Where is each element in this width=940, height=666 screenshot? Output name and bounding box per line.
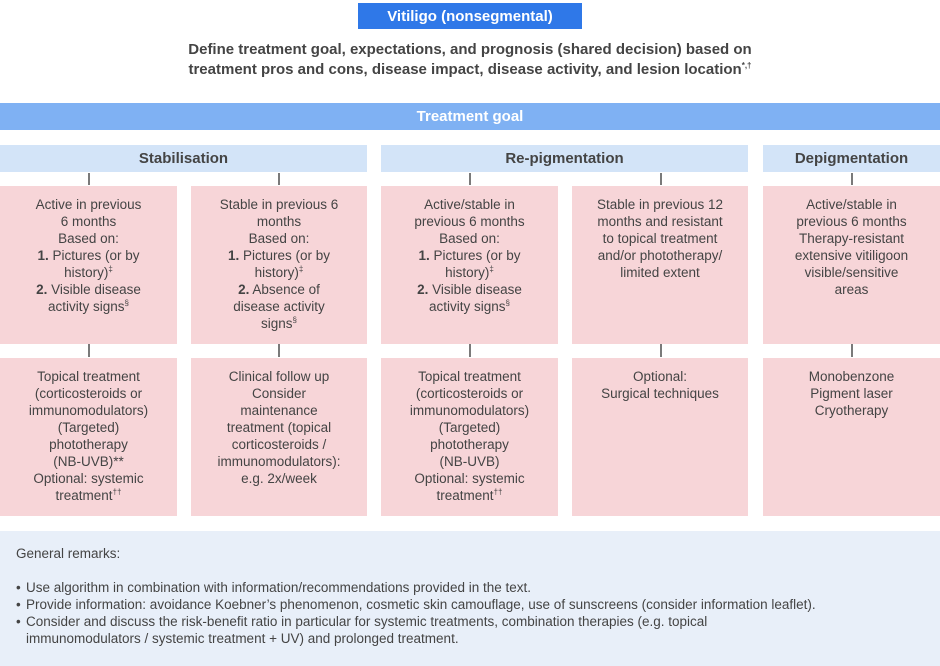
category-depigmentation: Depigmentation bbox=[763, 145, 940, 172]
connector-line bbox=[660, 173, 662, 185]
intro-line-1: Define treatment goal, expectations, and… bbox=[188, 41, 752, 58]
treatment-box-depigmentation: Monobenzone Pigment laser Cryotherapy bbox=[763, 358, 940, 516]
criteria-box-stabilisation-active: Active in previous 6 months Based on: 1.… bbox=[0, 186, 177, 344]
intro-line-2: treatment pros and cons, disease impact,… bbox=[188, 61, 752, 78]
treatment-box-repigmentation-active: Topical treatment (corticosteroids or im… bbox=[381, 358, 558, 516]
treatment-box-repigmentation-stable: Optional: Surgical techniques bbox=[572, 358, 748, 516]
connector-line bbox=[278, 344, 280, 357]
treatment-goal-bar: Treatment goal bbox=[0, 103, 940, 130]
connector-line bbox=[88, 344, 90, 357]
criteria-box-repigmentation-active: Active/stable in previous 6 months Based… bbox=[381, 186, 558, 344]
criteria-box-depigmentation: Active/stable in previous 6 months Thera… bbox=[763, 186, 940, 344]
treatment-box-stabilisation-stable: Clinical follow up Consider maintenance … bbox=[191, 358, 367, 516]
remark-item: • Provide information: avoidance Koebner… bbox=[16, 597, 816, 612]
connector-line bbox=[469, 344, 471, 357]
connector-line bbox=[88, 173, 90, 185]
remark-item-continuation: immunomodulators / systemic treatment + … bbox=[26, 631, 459, 646]
criteria-box-repigmentation-stable: Stable in previous 12 months and resista… bbox=[572, 186, 748, 344]
category-repigmentation: Re-pigmentation bbox=[381, 145, 748, 172]
connector-line bbox=[851, 344, 853, 357]
criteria-box-stabilisation-stable: Stable in previous 6 months Based on: 1.… bbox=[191, 186, 367, 344]
bullet-icon: • bbox=[16, 597, 21, 612]
general-remarks-panel: General remarks: • Use algorithm in comb… bbox=[0, 531, 940, 666]
diagram-title: Vitiligo (nonsegmental) bbox=[358, 3, 582, 29]
connector-line bbox=[278, 173, 280, 185]
remark-item: • Use algorithm in combination with info… bbox=[16, 580, 531, 595]
connector-line bbox=[851, 173, 853, 185]
connector-line bbox=[660, 344, 662, 357]
treatment-box-stabilisation-active: Topical treatment (corticosteroids or im… bbox=[0, 358, 177, 516]
remark-item: • Consider and discuss the risk-benefit … bbox=[16, 614, 708, 629]
connector-line bbox=[469, 173, 471, 185]
intro-text: Define treatment goal, expectations, and… bbox=[120, 40, 820, 80]
bullet-icon: • bbox=[16, 580, 21, 595]
bullet-icon: • bbox=[16, 614, 21, 629]
general-remarks-header: General remarks: bbox=[16, 546, 121, 561]
category-stabilisation: Stabilisation bbox=[0, 145, 367, 172]
